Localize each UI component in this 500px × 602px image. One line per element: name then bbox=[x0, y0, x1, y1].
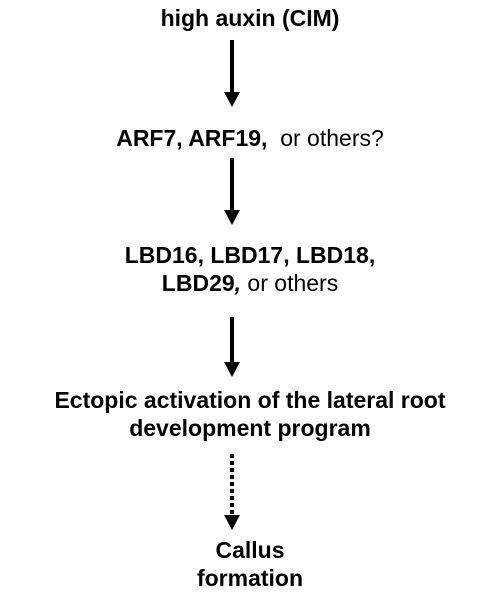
node-arf-normal-label: or others? bbox=[280, 125, 384, 151]
node-high-auxin: high auxin (CIM) bbox=[0, 4, 500, 32]
node-ectopic-line2: development program bbox=[129, 415, 371, 441]
arrow-4-dotted bbox=[224, 454, 240, 530]
arrow-2 bbox=[224, 158, 240, 225]
node-lbd-line2-italic: , bbox=[234, 270, 242, 296]
node-arf: ARF7, ARF19, or others? bbox=[0, 124, 500, 152]
node-lbd-line2-bold: LBD29 bbox=[161, 270, 235, 296]
node-callus-line2: formation bbox=[196, 565, 304, 591]
node-high-auxin-label: high auxin (CIM) bbox=[160, 5, 340, 31]
node-ectopic-line1: Ectopic activation of the lateral root bbox=[54, 387, 446, 413]
node-arf-bold-label: ARF7, ARF19, bbox=[116, 125, 268, 151]
node-callus-line1: Callus bbox=[215, 537, 285, 563]
arrow-3 bbox=[224, 317, 240, 377]
node-lbd-line2-normal: or others bbox=[241, 270, 339, 296]
node-ectopic-activation: Ectopic activation of the lateral root d… bbox=[0, 386, 500, 442]
node-callus-formation: Callus formation bbox=[0, 536, 500, 592]
node-lbd-line2: LBD29, or others bbox=[0, 269, 500, 297]
node-lbd: LBD16, LBD17, LBD18, LBD29, or others bbox=[0, 241, 500, 297]
node-lbd-line1: LBD16, LBD17, LBD18, bbox=[124, 242, 376, 268]
arrow-1 bbox=[224, 40, 240, 107]
